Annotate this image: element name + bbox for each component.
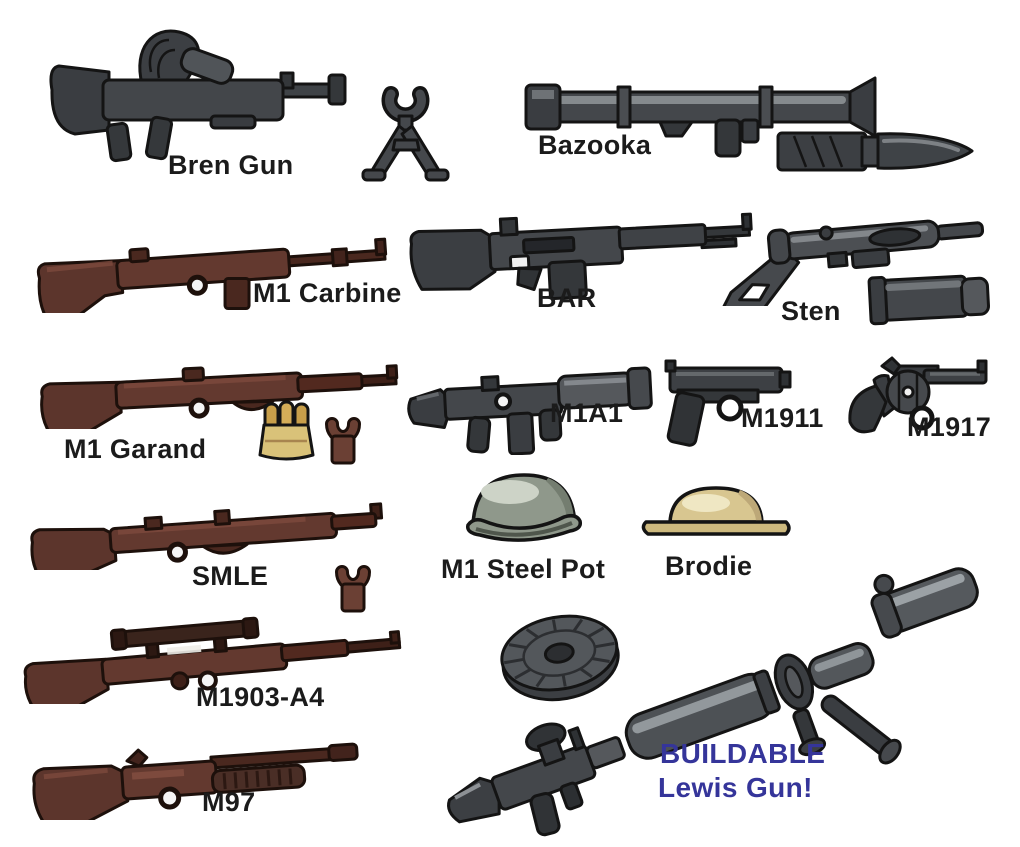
bar-figure [406,193,756,305]
bazooka-label: Bazooka [538,130,652,160]
weapon-clip-figure [317,398,369,466]
m1911-figure [656,350,794,448]
m1917-label: M1917 [907,412,992,442]
bipod-figure [355,78,455,186]
m1903-a4-figure [20,614,405,704]
bar-label: BAR [537,283,597,313]
smle-figure [26,490,391,570]
m1-steel-pot-label: M1 Steel Pot [441,554,606,584]
bazooka-figure [520,70,888,160]
smle-label: SMLE [192,561,269,591]
lewis-gun-parts-figure [425,560,1015,847]
brodie-label: Brodie [665,551,753,581]
m1-carbine-label: M1 Carbine [253,278,402,308]
m1-garand-figure [36,345,404,429]
m1903-a4-label: M1903-A4 [196,682,325,712]
m1911-label: M1911 [741,403,824,433]
m1-garand-label: M1 Garand [64,434,207,464]
bren-gun-figure [45,28,350,168]
bazooka-rocket-figure [772,114,977,189]
sten-figure [700,198,995,306]
m1917-figure [836,350,994,442]
m97-figure [28,726,368,820]
weapon-clip-figure-2 [327,546,379,614]
sten-magazine-figure [864,264,992,332]
buildable-label: BUILDABLE [660,738,826,769]
brodie-figure [640,476,792,548]
m1-steel-pot-figure [460,465,588,553]
sten-label: Sten [781,296,841,326]
m1-carbine-figure [33,218,398,313]
garand-ammo-clip-figure [257,399,315,462]
m1a1-figure [403,345,658,455]
m1a1-label: M1A1 [550,398,624,428]
lewis-gun-label: Lewis Gun! [658,772,813,803]
lewis-pan-magazine-figure [496,613,624,703]
m97-label: M97 [202,787,256,817]
bren-gun-label: Bren Gun [168,150,294,180]
